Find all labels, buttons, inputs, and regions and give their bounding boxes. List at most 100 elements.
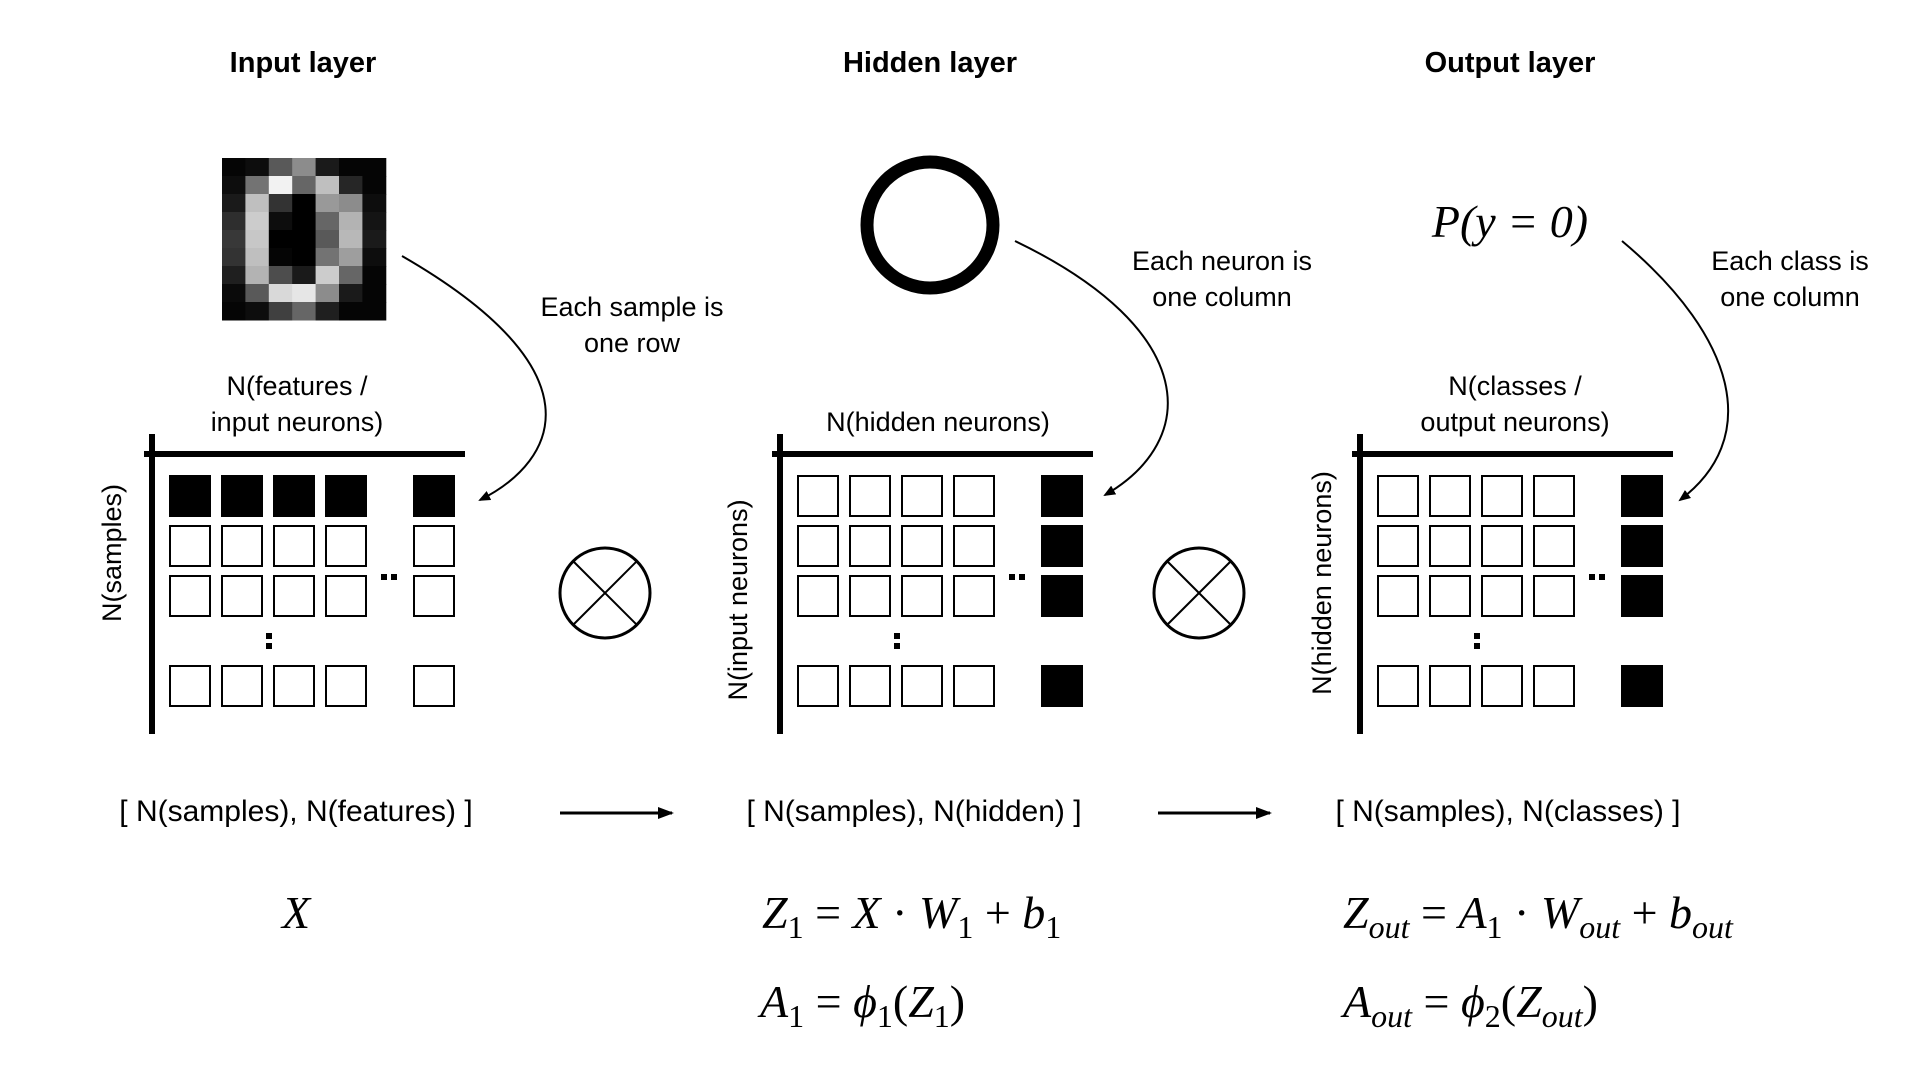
digit-pixel (362, 248, 387, 267)
input-matrix (144, 434, 465, 734)
digit-pixel (292, 158, 317, 177)
matrix-cell (849, 665, 891, 707)
digit-pixel (339, 212, 363, 231)
digit-pixel (292, 284, 317, 303)
ellipsis-dot (391, 574, 397, 580)
digit-pixel (222, 212, 246, 231)
digit-pixel (245, 212, 270, 231)
output-layer-title: Output layer (1425, 47, 1596, 79)
digit-pixel (245, 284, 270, 303)
matrix-cell-highlighted (1621, 575, 1663, 617)
digit-pixel (268, 284, 293, 303)
probability-formula: P(y = 0) (1431, 196, 1588, 247)
hidden-weight-matrix (772, 434, 1093, 734)
digit-pixel (362, 176, 387, 195)
hidden-note-line2: one column (1152, 282, 1292, 312)
matrix-cell (797, 525, 839, 567)
digit-pixel (362, 212, 387, 231)
digit-pixel (222, 158, 246, 177)
digit-pixel (292, 176, 317, 195)
digit-pixel (245, 248, 270, 267)
digit-pixel (245, 158, 270, 177)
digit-pixel (268, 266, 293, 285)
digit-pixel (315, 194, 340, 213)
digit-pixel (292, 230, 317, 249)
output-shape-label: [ N(samples), N(classes) ] (1335, 795, 1680, 828)
matrix-cell (1429, 575, 1471, 617)
output-matrix-side-label: N(hidden neurons) (1307, 471, 1337, 695)
digit-pixel (339, 248, 363, 267)
ellipsis-dot (266, 633, 272, 639)
digit-pixel (292, 212, 317, 231)
matrix-cell (413, 575, 455, 617)
digit-pixel (245, 230, 270, 249)
hidden-matrix-side-label: N(input neurons) (723, 499, 753, 700)
hidden-layer-title: Hidden layer (843, 47, 1017, 79)
matrix-cell (1533, 525, 1575, 567)
digit-pixel (362, 194, 387, 213)
matrix-cell (1429, 665, 1471, 707)
digit-pixel (292, 248, 317, 267)
digit-pixel (268, 248, 293, 267)
input-note-line2: one row (584, 328, 681, 358)
matrix-cell (1377, 525, 1419, 567)
matrix-cell (953, 575, 995, 617)
matrix-cell (797, 665, 839, 707)
output-a-equation: Aout = ϕ2(Zout) (1340, 976, 1598, 1034)
curved-arrow-icon (1621, 240, 1730, 502)
digit-pixel (339, 158, 363, 177)
matrix-cell-highlighted (169, 475, 211, 517)
digit-pixel (245, 266, 270, 285)
digit-pixel (245, 194, 270, 213)
output-matrix-top-label-line2: output neurons) (1420, 407, 1609, 437)
digit-pixel (268, 212, 293, 231)
tensor-product-icon (558, 546, 652, 640)
matrix-cell (901, 475, 943, 517)
ellipsis-dot (1474, 633, 1480, 639)
digit-pixel (222, 266, 246, 285)
matrix-cell (273, 665, 315, 707)
digit-pixel (268, 194, 293, 213)
matrix-cell (169, 575, 211, 617)
ellipsis-dot (1019, 574, 1025, 580)
digit-zero-image (222, 158, 387, 321)
digit-pixel (339, 230, 363, 249)
digit-pixel (339, 302, 363, 321)
matrix-cell (953, 665, 995, 707)
output-z-equation: Zout = A1 · Wout + bout (1343, 887, 1734, 945)
matrix-cell (221, 525, 263, 567)
matrix-cell-highlighted (1621, 525, 1663, 567)
matrix-cell-highlighted (221, 475, 263, 517)
matrix-cell-highlighted (1041, 665, 1083, 707)
curved-arrow-icon (1014, 240, 1169, 497)
matrix-cell (413, 525, 455, 567)
digit-pixel (362, 266, 387, 285)
digit-pixel (292, 302, 317, 321)
digit-pixel (268, 230, 293, 249)
matrix-cell (169, 525, 211, 567)
matrix-cell-highlighted (1041, 525, 1083, 567)
digit-pixel (222, 248, 246, 267)
ellipsis-dot (1474, 643, 1480, 649)
neuron-circle-icon (860, 155, 1000, 295)
ellipsis-dot (266, 643, 272, 649)
ellipsis-dot (1589, 574, 1595, 580)
digit-pixel (268, 302, 293, 321)
digit-pixel (362, 302, 387, 321)
matrix-cell (325, 575, 367, 617)
matrix-cell (169, 665, 211, 707)
matrix-cell (797, 475, 839, 517)
hidden-matrix-top-label: N(hidden neurons) (826, 407, 1050, 437)
ellipsis-dot (1599, 574, 1605, 580)
ellipsis-dot (381, 574, 387, 580)
digit-pixel (315, 176, 340, 195)
curved-arrow-icon (401, 255, 547, 501)
digit-pixel (222, 176, 246, 195)
matrix-cell (1377, 575, 1419, 617)
tensor-product-icon (1152, 546, 1246, 640)
digit-pixel (292, 194, 317, 213)
output-matrix-top-label-line1: N(classes / (1448, 371, 1582, 401)
matrix-cell-highlighted (1621, 665, 1663, 707)
digit-pixel (339, 194, 363, 213)
